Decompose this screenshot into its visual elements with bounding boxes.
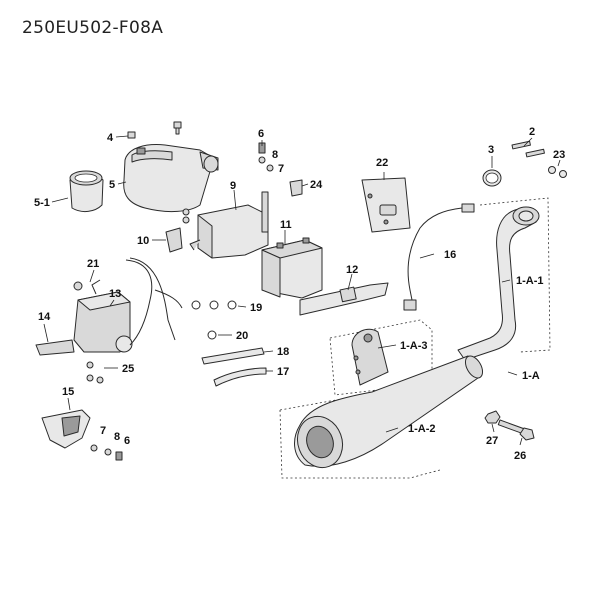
callout-24: 24 [310, 179, 323, 191]
heat-shield-plate [361, 177, 411, 233]
housing-screws [127, 121, 182, 139]
muffler-bracket [351, 328, 389, 386]
callout-13: 13 [109, 288, 121, 300]
callout-6-top: 6 [258, 128, 264, 140]
callout-20: 20 [236, 330, 248, 342]
callout-4: 4 [107, 132, 114, 144]
exhaust-nuts [548, 166, 567, 178]
clip-bracket [289, 179, 303, 197]
callout-8-bottom: 8 [114, 431, 120, 443]
callout-1-A-1: 1-A-1 [516, 275, 544, 287]
air-filter-housing [123, 144, 219, 213]
callout-7-bottom: 7 [100, 425, 106, 437]
tray-bracket [165, 227, 183, 253]
charcoal-canister [73, 279, 133, 353]
callout-3: 3 [488, 144, 494, 156]
canister-bracket [35, 339, 75, 356]
hose-lower [213, 367, 267, 387]
callout-2: 2 [529, 126, 535, 138]
callout-17: 17 [277, 366, 289, 378]
callout-16: 16 [444, 249, 456, 261]
muffler-nut [484, 410, 501, 424]
callout-5: 5 [109, 179, 115, 191]
callout-1-A-3: 1-A-3 [400, 340, 428, 352]
muffler [294, 355, 484, 469]
diagram-title: 250EU502-F08A [22, 18, 164, 38]
canister-nuts [86, 361, 104, 384]
hose-clamp-single [207, 330, 217, 340]
callout-1-A: 1-A [522, 370, 540, 382]
leader-lines [43, 135, 561, 446]
canister-nut [73, 281, 83, 291]
callout-21: 21 [87, 258, 99, 270]
callout-22: 22 [376, 157, 388, 169]
callout-8-top: 8 [272, 149, 278, 161]
callout-18: 18 [277, 346, 289, 358]
muffler-bolt [497, 419, 535, 441]
battery-strap [299, 282, 389, 316]
battery-tray [189, 191, 269, 259]
callout-26: 26 [514, 450, 526, 462]
callout-labels: 4 5 5-1 6 8 7 9 10 11 12 22 24 16 3 2 23… [34, 126, 565, 462]
callout-5-1: 5-1 [34, 197, 50, 209]
callout-7-top: 7 [278, 163, 284, 175]
canister-hoses [125, 257, 183, 346]
hose-upper [201, 347, 265, 365]
callout-9: 9 [230, 180, 236, 192]
side-cover [41, 409, 91, 449]
battery [261, 237, 323, 299]
callout-6-bottom: 6 [124, 435, 130, 447]
tray-fasteners [182, 142, 274, 224]
callout-19: 19 [250, 302, 262, 314]
callout-27: 27 [486, 435, 498, 447]
callout-25: 25 [122, 363, 134, 375]
callout-15: 15 [62, 386, 74, 398]
exhaust-header-pipe [457, 206, 540, 361]
callout-23: 23 [553, 149, 565, 161]
intake-tube [69, 170, 104, 213]
callout-14: 14 [38, 311, 51, 323]
callout-10: 10 [137, 235, 149, 247]
oxygen-sensor [403, 203, 475, 311]
callout-1-A-2: 1-A-2 [408, 423, 436, 435]
hose-clamps [191, 300, 237, 310]
callout-12: 12 [346, 264, 358, 276]
exhaust-studs [511, 140, 545, 158]
callout-11: 11 [280, 219, 292, 231]
cover-fasteners [90, 444, 123, 461]
